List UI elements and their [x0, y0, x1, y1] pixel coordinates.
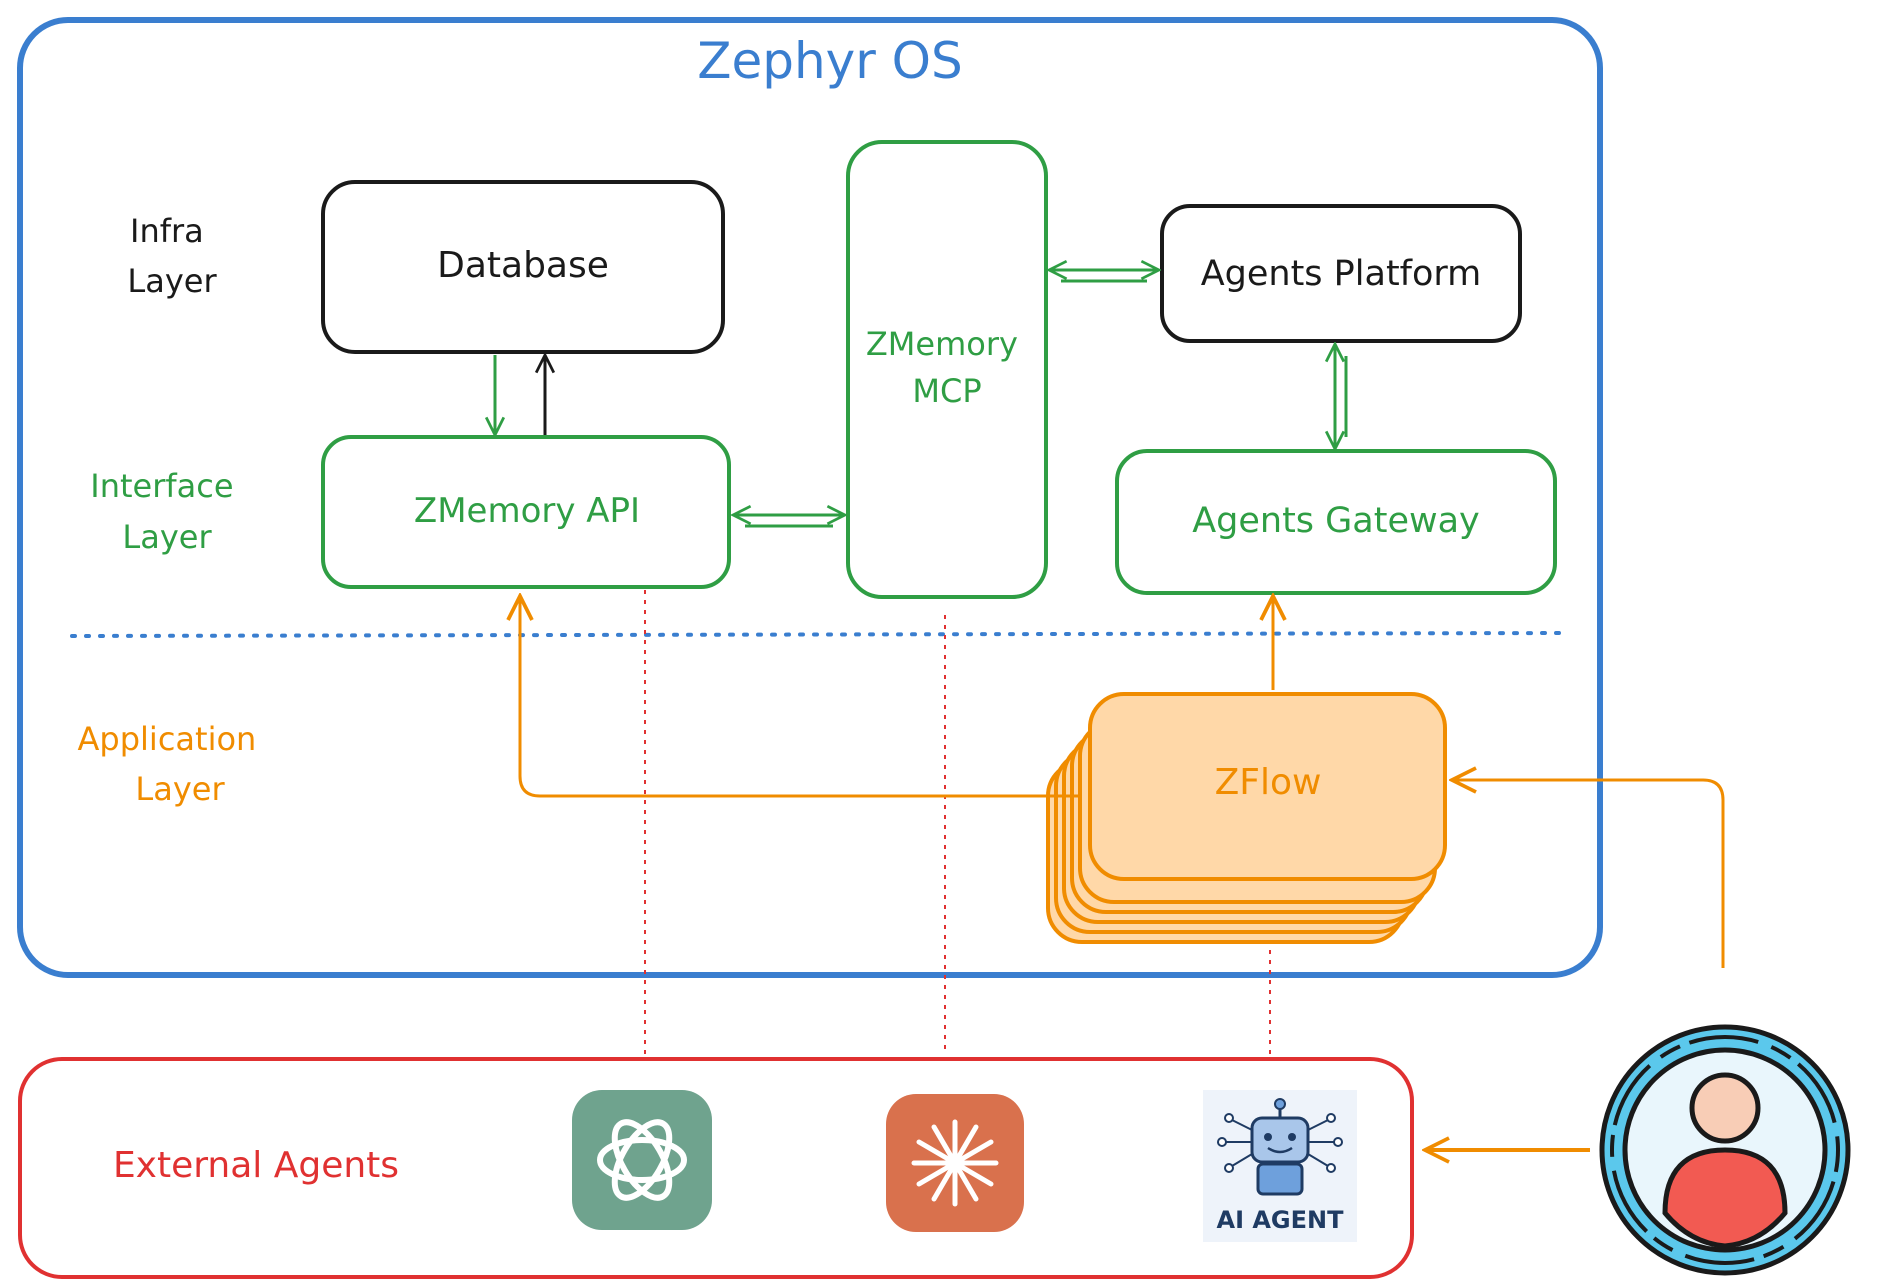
external-agents-container — [18, 1057, 1414, 1279]
infra-layer-label-line2: Layer — [127, 262, 217, 300]
interface-layer-label-line2: Layer — [122, 518, 212, 556]
ai-agent-label: AI AGENT — [1217, 1206, 1345, 1234]
zephyr-os-container — [17, 17, 1603, 978]
external-agents-label: External Agents — [113, 1145, 399, 1186]
zflow-label: ZFlow — [1215, 762, 1322, 803]
database-label: Database — [437, 245, 609, 286]
database-box[interactable] — [321, 180, 725, 354]
infra-layer-label: Infra Layer — [127, 212, 217, 300]
api-mcp-double-arrow — [733, 515, 845, 528]
application-layer-label-line1: Application — [78, 720, 257, 758]
zflow-stack[interactable] — [1046, 692, 1447, 944]
infra-layer-label-line1: Infra — [130, 212, 204, 250]
agents-platform-box[interactable] — [1160, 204, 1522, 343]
user-icon[interactable] — [1599, 1024, 1851, 1276]
interface-layer-label-line1: Interface — [90, 467, 233, 505]
agents-platform-label: Agents Platform — [1201, 254, 1482, 294]
zmemory-mcp-label-line2: MCP — [912, 372, 981, 410]
zmemory-mcp-label: ZMemory MCP — [866, 325, 1028, 410]
zmemory-mcp-label-line1: ZMemory — [866, 325, 1018, 363]
application-layer-label: Application Layer — [78, 720, 267, 808]
openai-icon — [572, 1090, 712, 1230]
platform-gateway-double-arrow — [1335, 344, 1348, 449]
zmemory-mcp-box[interactable] — [846, 140, 1048, 599]
claude-icon — [886, 1094, 1024, 1232]
application-layer-label-line2: Layer — [135, 770, 225, 808]
zmemory-api-label: ZMemory API — [414, 491, 640, 531]
zmemory-api-box[interactable] — [321, 435, 731, 589]
agents-gateway-label: Agents Gateway — [1192, 501, 1480, 541]
ai-agent-icon: AI AGENT — [1203, 1090, 1357, 1242]
zflow-to-api-arrow — [520, 596, 1080, 798]
mcp-platform-double-arrow — [1049, 270, 1159, 283]
zephyr-os-title: Zephyr OS — [697, 32, 963, 90]
layer-separator-line — [70, 631, 1567, 638]
interface-layer-label: Interface Layer — [90, 467, 243, 556]
user-to-zflow-arrow — [1452, 780, 1725, 968]
